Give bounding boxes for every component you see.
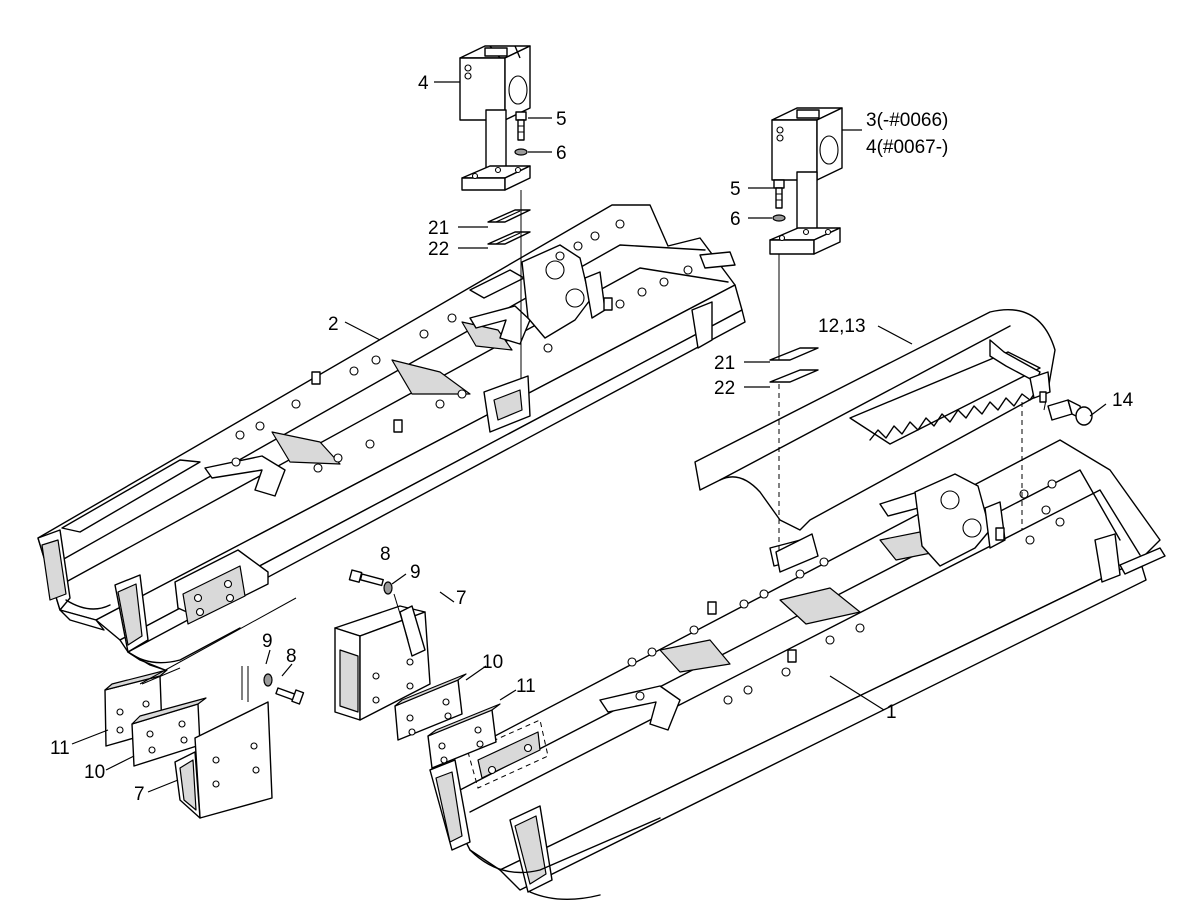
track-guard-cover — [694, 308, 1056, 573]
callout-5-right: 5 — [730, 179, 741, 200]
callout-22-right: 22 — [714, 378, 735, 399]
callout-21-right: 21 — [714, 353, 735, 374]
hardware-left-top — [487, 111, 531, 245]
callout-11-left: 11 — [50, 738, 70, 759]
hardware-right-top — [769, 179, 819, 383]
pad-assembly-left — [104, 666, 305, 819]
callout-10-left: 10 — [84, 762, 105, 783]
callout-11-right: 11 — [516, 676, 536, 697]
support-pillar-left — [459, 45, 531, 191]
callout-1: 1 — [886, 702, 897, 723]
leader-lines — [71, 81, 1107, 793]
track-frame-right — [429, 439, 1166, 901]
callout-5-left: 5 — [556, 109, 567, 130]
callout-12-13: 12,13 — [818, 316, 866, 337]
callout-labels: 4 5 6 21 22 2 3(-#0066) 4(#0067-) 5 6 12… — [50, 73, 1134, 805]
callout-2: 2 — [328, 314, 339, 335]
callout-14: 14 — [1112, 390, 1134, 411]
callout-8-right: 8 — [380, 544, 391, 565]
track-frame-left — [37, 204, 746, 671]
callout-6-left: 6 — [556, 143, 567, 164]
support-pillar-right — [769, 107, 843, 255]
callout-8-left: 8 — [286, 646, 297, 667]
callout-22-left: 22 — [428, 239, 449, 260]
assembly-guides — [139, 190, 1023, 702]
callout-21-left: 21 — [428, 218, 449, 239]
callout-6-right: 6 — [730, 209, 741, 230]
callout-7-left: 7 — [134, 784, 145, 805]
callout-4-left: 4 — [418, 73, 429, 94]
callout-7-right: 7 — [456, 588, 467, 609]
callout-9-right: 9 — [410, 562, 421, 583]
pad-assembly-right — [334, 569, 501, 769]
callout-3: 3(-#0066) — [866, 110, 948, 131]
callout-9-left: 9 — [262, 631, 273, 652]
bolt-14 — [1043, 399, 1093, 426]
callout-10-right: 10 — [482, 652, 503, 673]
callout-4-right: 4(#0067-) — [866, 137, 948, 158]
